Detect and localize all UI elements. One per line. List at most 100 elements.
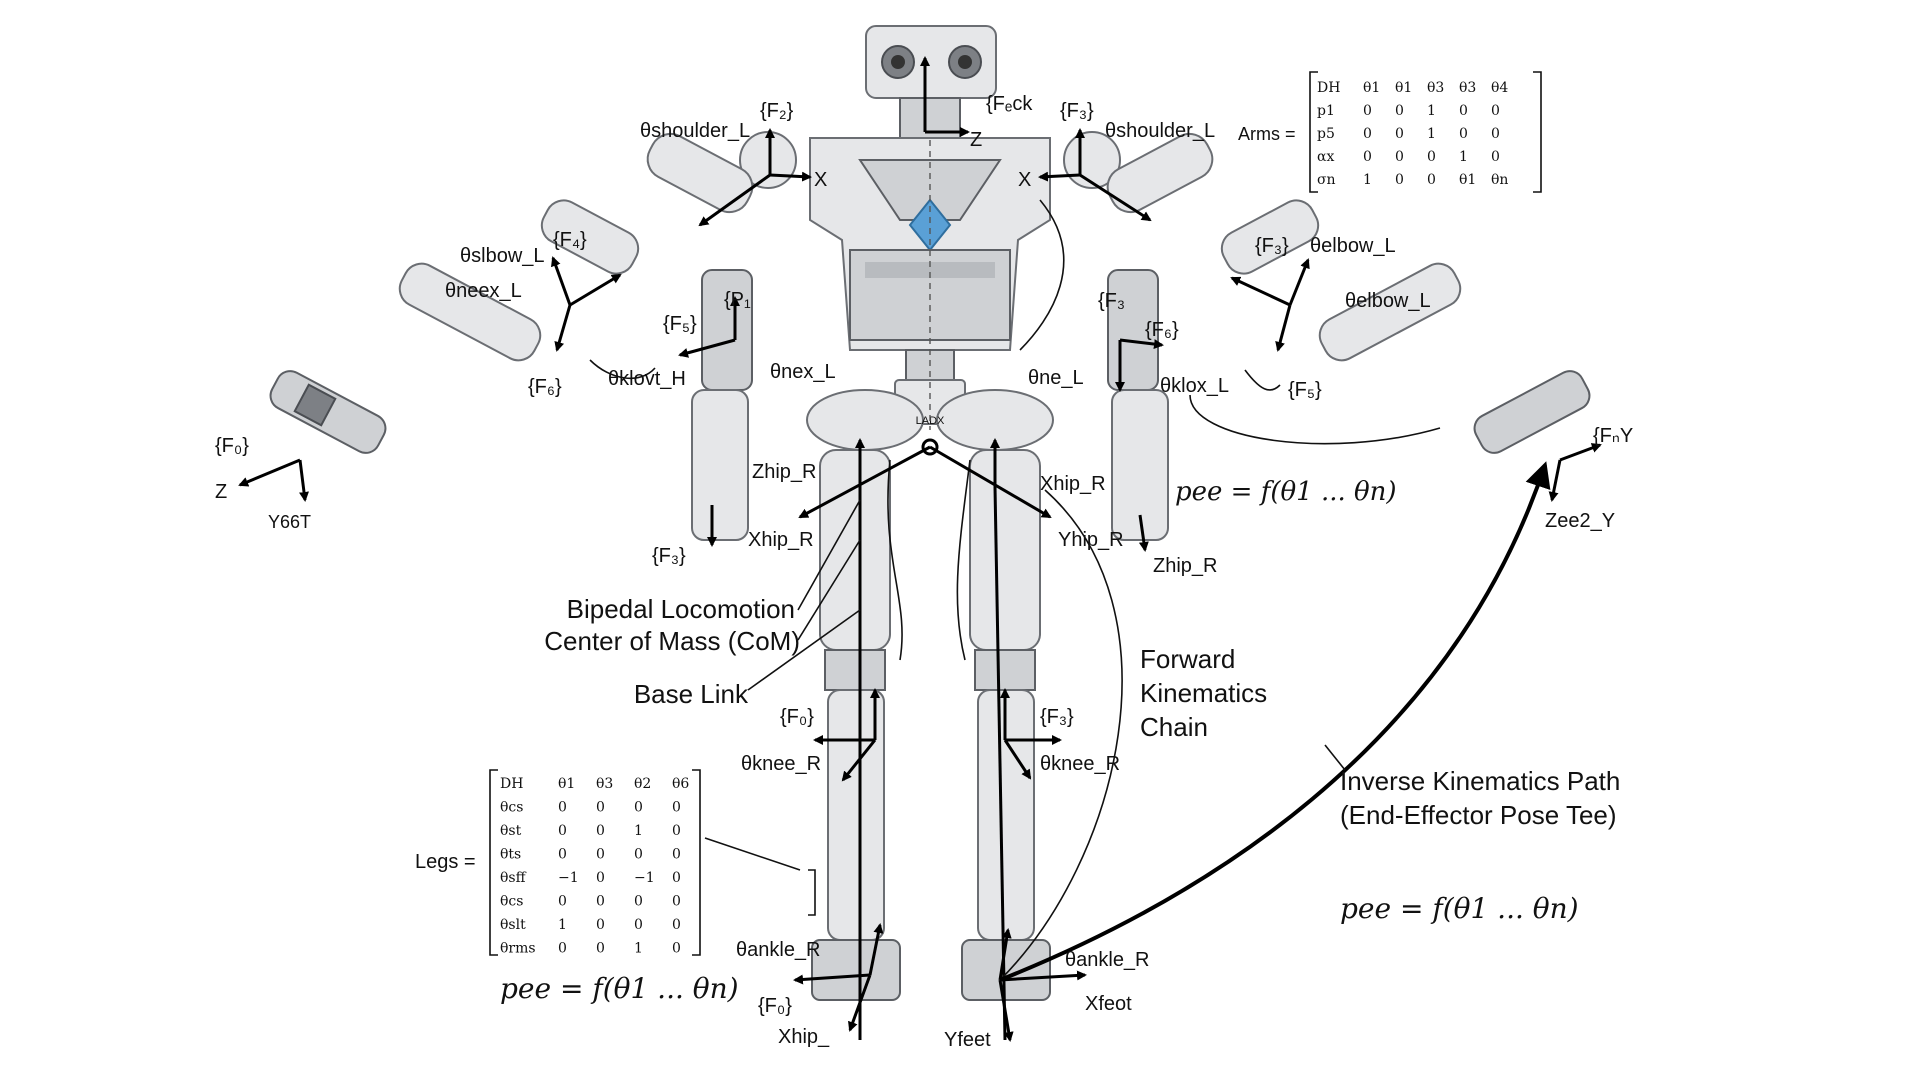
caption-com-line1: Bipedal Locomotion xyxy=(567,594,795,624)
arms-matrix-cell: p5 xyxy=(1317,126,1335,142)
angle-ankle-left: θankle_R xyxy=(736,939,821,961)
angle-klovt: θklovt_H xyxy=(608,368,686,390)
frame-label-fn: {FₙY xyxy=(1593,425,1633,447)
arms-matrix-cell: 0 xyxy=(1459,126,1468,142)
angle-labels: θshoulder_L θshoulder_L θslbow_L θneex_L… xyxy=(445,120,1431,971)
frame-label-feck: {Fₑck xyxy=(986,93,1033,115)
angle-elbow-right-upper: θelbow_L xyxy=(1310,235,1396,257)
angle-elbow-right-lower: θelbow_L xyxy=(1345,290,1431,312)
frame-label-f3-top: {F₃} xyxy=(1060,100,1094,122)
legs-matrix-cell: −1 xyxy=(634,870,655,886)
axis-x-left-shoulder: X xyxy=(814,169,827,191)
legs-matrix-cell: 0 xyxy=(558,894,567,910)
axis-x-hip-foot: Xhip_ xyxy=(778,1026,830,1048)
legs-matrix-cell: θrms xyxy=(500,941,536,957)
frame-label-f0-foot: {F₀} xyxy=(758,995,792,1017)
frame-label-f6-right: {F₆} xyxy=(1145,319,1179,341)
legs-matrix-cell: 0 xyxy=(672,847,681,863)
arms-matrix-cell: θ3 xyxy=(1459,80,1476,96)
legs-matrix-cell: θ2 xyxy=(634,776,651,792)
axis-x-hip-left: Xhip_R xyxy=(748,529,814,551)
legs-matrix-cell: 0 xyxy=(672,917,681,933)
legs-matrix-cell: 0 xyxy=(558,847,567,863)
legs-matrix-cell: 0 xyxy=(672,870,681,886)
arms-matrix-cell: θn xyxy=(1491,172,1508,188)
arms-matrix-cell: 1 xyxy=(1427,103,1436,119)
caption-base-link: Base Link xyxy=(634,679,749,709)
arms-matrix-cell: θ4 xyxy=(1491,80,1508,96)
legs-matrix-cell: 1 xyxy=(558,917,567,933)
arms-matrix-cell: 0 xyxy=(1363,149,1372,165)
frame-label-f3-knee: {F₃} xyxy=(1040,706,1074,728)
legs-matrix-cell: 0 xyxy=(634,894,643,910)
captions: Bipedal Locomotion Center of Mass (CoM) … xyxy=(544,594,1620,830)
axis-x-hip-right: Xhip_R xyxy=(1040,473,1106,495)
legs-matrix-cell: 1 xyxy=(634,823,643,839)
arms-matrix-cell: DH xyxy=(1317,80,1340,96)
legs-matrix-cell: 0 xyxy=(672,894,681,910)
arms-matrix-cell: 1 xyxy=(1427,126,1436,142)
frame-label-f3-left-low: {F₃} xyxy=(652,545,686,567)
legs-matrix-cell: θ3 xyxy=(596,776,613,792)
robot-left-arm xyxy=(269,131,797,541)
angle-nex: θnex_L xyxy=(770,361,836,383)
arms-matrix-cell: 0 xyxy=(1427,149,1436,165)
arms-matrix-label: Arms = xyxy=(1238,124,1296,144)
legs-matrix-cell: θcs xyxy=(500,800,523,816)
frame-label-p1: {P₁ xyxy=(724,289,751,311)
legs-matrix-cell: 0 xyxy=(596,823,605,839)
arms-matrix-cell: 1 xyxy=(1363,172,1372,188)
legs-matrix-cell: θsff xyxy=(500,870,527,886)
robot-right-arm xyxy=(1063,131,1591,541)
legs-matrix-cell: 0 xyxy=(672,941,681,957)
formula-pee-legs: pee = f(θ1 ... θn) xyxy=(500,972,739,1005)
frame-labels: {F₂} {Fₑck {F₃} {F₄} {P₁ {F₅} {F₆} {F₀} … xyxy=(215,93,1633,1017)
legs-matrix-cell: θcs xyxy=(500,894,523,910)
legs-matrix-cell: 0 xyxy=(596,847,605,863)
axis-z-hip-left: Zhip_R xyxy=(752,461,816,483)
legs-matrix-cell: 0 xyxy=(596,917,605,933)
arms-matrix-cell: p1 xyxy=(1317,103,1335,119)
legs-matrix-cell: θ1 xyxy=(558,776,575,792)
axis-y-hip-right: Yhip_R xyxy=(1058,529,1124,551)
legs-matrix-cell: DH xyxy=(500,776,523,792)
legs-matrix-cell: 0 xyxy=(596,894,605,910)
robot-head xyxy=(865,25,997,139)
caption-ik-line2: (End-Effector Pose Tee) xyxy=(1340,800,1617,830)
axis-x-right-shoulder: X xyxy=(1018,169,1031,191)
caption-fk-line3: Chain xyxy=(1140,712,1208,742)
legs-matrix-cell: 0 xyxy=(672,800,681,816)
frame-label-f0-arm: {F₀} xyxy=(215,435,249,457)
angle-elbow-left-arm: θslbow_L xyxy=(460,245,545,267)
frame-label-f2: {F₂} xyxy=(760,100,794,122)
arms-matrix-cell: θ1 xyxy=(1459,172,1476,188)
legs-matrix-cell: −1 xyxy=(558,870,579,886)
arms-matrix-cell: 0 xyxy=(1427,172,1436,188)
frame-label-f0-knee: {F₀} xyxy=(780,706,814,728)
legs-matrix-cell: 0 xyxy=(558,941,567,957)
angle-knee-right: θknee_R xyxy=(1040,753,1120,775)
legs-matrix-cell: 0 xyxy=(634,917,643,933)
arms-matrix-cell: 0 xyxy=(1395,149,1404,165)
annotation-lines xyxy=(589,359,1551,982)
angle-shoulder-right-arm: θshoulder_L xyxy=(1105,120,1215,142)
legs-matrix-cell: θts xyxy=(500,847,521,863)
arms-matrix-cell: 0 xyxy=(1363,126,1372,142)
legs-matrix-cell: 0 xyxy=(558,823,567,839)
legs-matrix-cell: 0 xyxy=(596,870,605,886)
caption-fk-line1: Forward xyxy=(1140,644,1235,674)
arms-matrix-cell: 1 xyxy=(1459,149,1468,165)
caption-fk-line2: Kinematics xyxy=(1140,678,1267,708)
frame-label-f6-left: {F₆} xyxy=(528,376,562,398)
frame-label-f5-left: {F₅} xyxy=(663,313,697,335)
formula-pee-arm: pee = f(θ1 ... θn) xyxy=(1175,477,1397,507)
caption-com-line2: Center of Mass (CoM) xyxy=(544,626,800,656)
formulas: pee = f(θ1 ... θn) pee = f(θ1 ... θn) pe… xyxy=(500,477,1579,1005)
legs-matrix-cell: 0 xyxy=(558,800,567,816)
arms-matrix-cell: θ1 xyxy=(1363,80,1380,96)
angle-klox: θklox_L xyxy=(1160,375,1229,397)
arms-matrix-cell: αx xyxy=(1317,149,1334,165)
frame-label-f5-right: {F₅} xyxy=(1288,379,1322,401)
